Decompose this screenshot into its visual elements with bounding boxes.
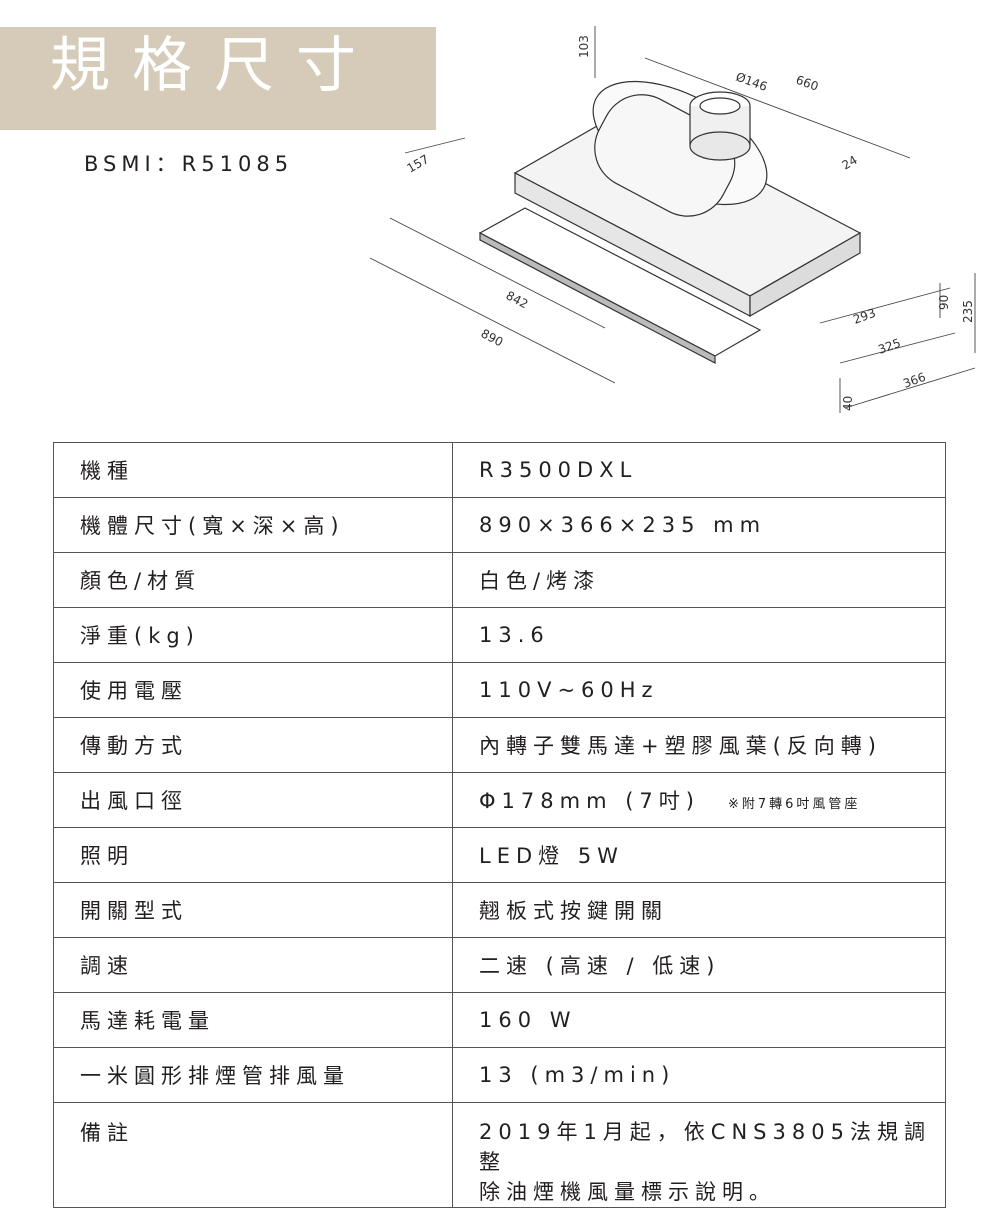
spec-label: 機種	[53, 442, 453, 498]
spec-label: 使用電壓	[53, 662, 453, 718]
spec-label: 馬達耗電量	[53, 992, 453, 1048]
spec-label: 淨重(kg)	[53, 607, 453, 663]
spec-value-cell: Φ178mm (7吋) ※附7轉6吋風管座	[452, 772, 946, 828]
spec-value: 110V~60Hz	[452, 662, 946, 718]
spec-value: 13 (m3/min)	[452, 1047, 946, 1103]
dim-90: 90	[937, 295, 951, 310]
spec-row-lighting: 照明 LED燈 5W	[53, 827, 946, 883]
dimension-lines	[369, 26, 976, 413]
spec-value: R3500DXL	[452, 442, 946, 498]
dim-103: 103	[577, 35, 591, 58]
spec-row-motor-power: 馬達耗電量 160 W	[53, 992, 946, 1048]
dim-235: 235	[961, 300, 975, 323]
spec-label: 一米圓形排煙管排風量	[53, 1047, 453, 1103]
spec-label: 調速	[53, 937, 453, 993]
dim-325: 325	[876, 336, 902, 357]
spec-label: 開關型式	[53, 882, 453, 938]
title-band	[0, 27, 436, 130]
range-hood-dimension-diagram: 103 Ø146 660 157 24 842 890 293 90 235 3…	[369, 26, 976, 413]
dim-24: 24	[840, 153, 860, 173]
spec-value: LED燈 5W	[452, 827, 946, 883]
bsmi-number: BSMI：R51085	[84, 152, 294, 176]
spec-value-cell: 2019年1月起，依CNS3805法規調整 除油煙機風量標示說明。	[452, 1102, 946, 1208]
spec-note: ※附7轉6吋風管座	[727, 797, 861, 812]
hood-body-drawing	[478, 80, 862, 364]
dim-660: 660	[794, 73, 820, 94]
spec-row-voltage: 使用電壓 110V~60Hz	[53, 662, 946, 718]
spec-value: 890×366×235 mm	[452, 497, 946, 553]
page-title: 規格尺寸	[50, 31, 378, 101]
dim-842: 842	[504, 288, 531, 311]
spec-label: 機體尺寸(寬×深×高)	[53, 497, 453, 553]
dim-157: 157	[405, 152, 432, 176]
spec-row-drive-type: 傳動方式 內轉子雙馬達+塑膠風葉(反向轉)	[53, 717, 946, 773]
spec-value: 白色/烤漆	[452, 552, 946, 608]
spec-value: 13.6	[452, 607, 946, 663]
remark-line: 2019年1月起，依CNS3805法規調整	[479, 1120, 931, 1174]
dim-40: 40	[841, 396, 855, 411]
spec-row-remarks: 備註 2019年1月起，依CNS3805法規調整 除油煙機風量標示說明。	[53, 1102, 946, 1208]
spec-label: 照明	[53, 827, 453, 883]
spec-value: Φ178mm (7吋)	[479, 789, 700, 813]
spec-row-airflow: 一米圓形排煙管排風量 13 (m3/min)	[53, 1047, 946, 1103]
dim-293: 293	[851, 306, 877, 327]
spec-value: 內轉子雙馬達+塑膠風葉(反向轉)	[452, 717, 946, 773]
dim-890: 890	[479, 326, 506, 349]
dim-outlet-diameter: Ø146	[734, 70, 769, 94]
spec-label: 顏色/材質	[53, 552, 453, 608]
spec-value: 二速 (高速 / 低速)	[452, 937, 946, 993]
spec-label: 備註	[53, 1102, 453, 1208]
spec-label: 傳動方式	[53, 717, 453, 773]
spec-value: 翹板式按鍵開關	[452, 882, 946, 938]
spec-row-color-material: 顏色/材質 白色/烤漆	[53, 552, 946, 608]
spec-row-outlet-diameter: 出風口徑 Φ178mm (7吋) ※附7轉6吋風管座	[53, 772, 946, 828]
spec-row-dimensions: 機體尺寸(寬×深×高) 890×366×235 mm	[53, 497, 946, 553]
spec-table: 機種 R3500DXL 機體尺寸(寬×深×高) 890×366×235 mm 顏…	[53, 442, 946, 1208]
spec-row-speed: 調速 二速 (高速 / 低速)	[53, 937, 946, 993]
spec-row-model: 機種 R3500DXL	[53, 442, 946, 498]
spec-label: 出風口徑	[53, 772, 453, 828]
spec-row-switch-type: 開關型式 翹板式按鍵開關	[53, 882, 946, 938]
dim-366: 366	[901, 370, 927, 391]
remark-line: 除油煙機風量標示說明。	[479, 1180, 776, 1204]
spec-row-net-weight: 淨重(kg) 13.6	[53, 607, 946, 663]
spec-value: 160 W	[452, 992, 946, 1048]
